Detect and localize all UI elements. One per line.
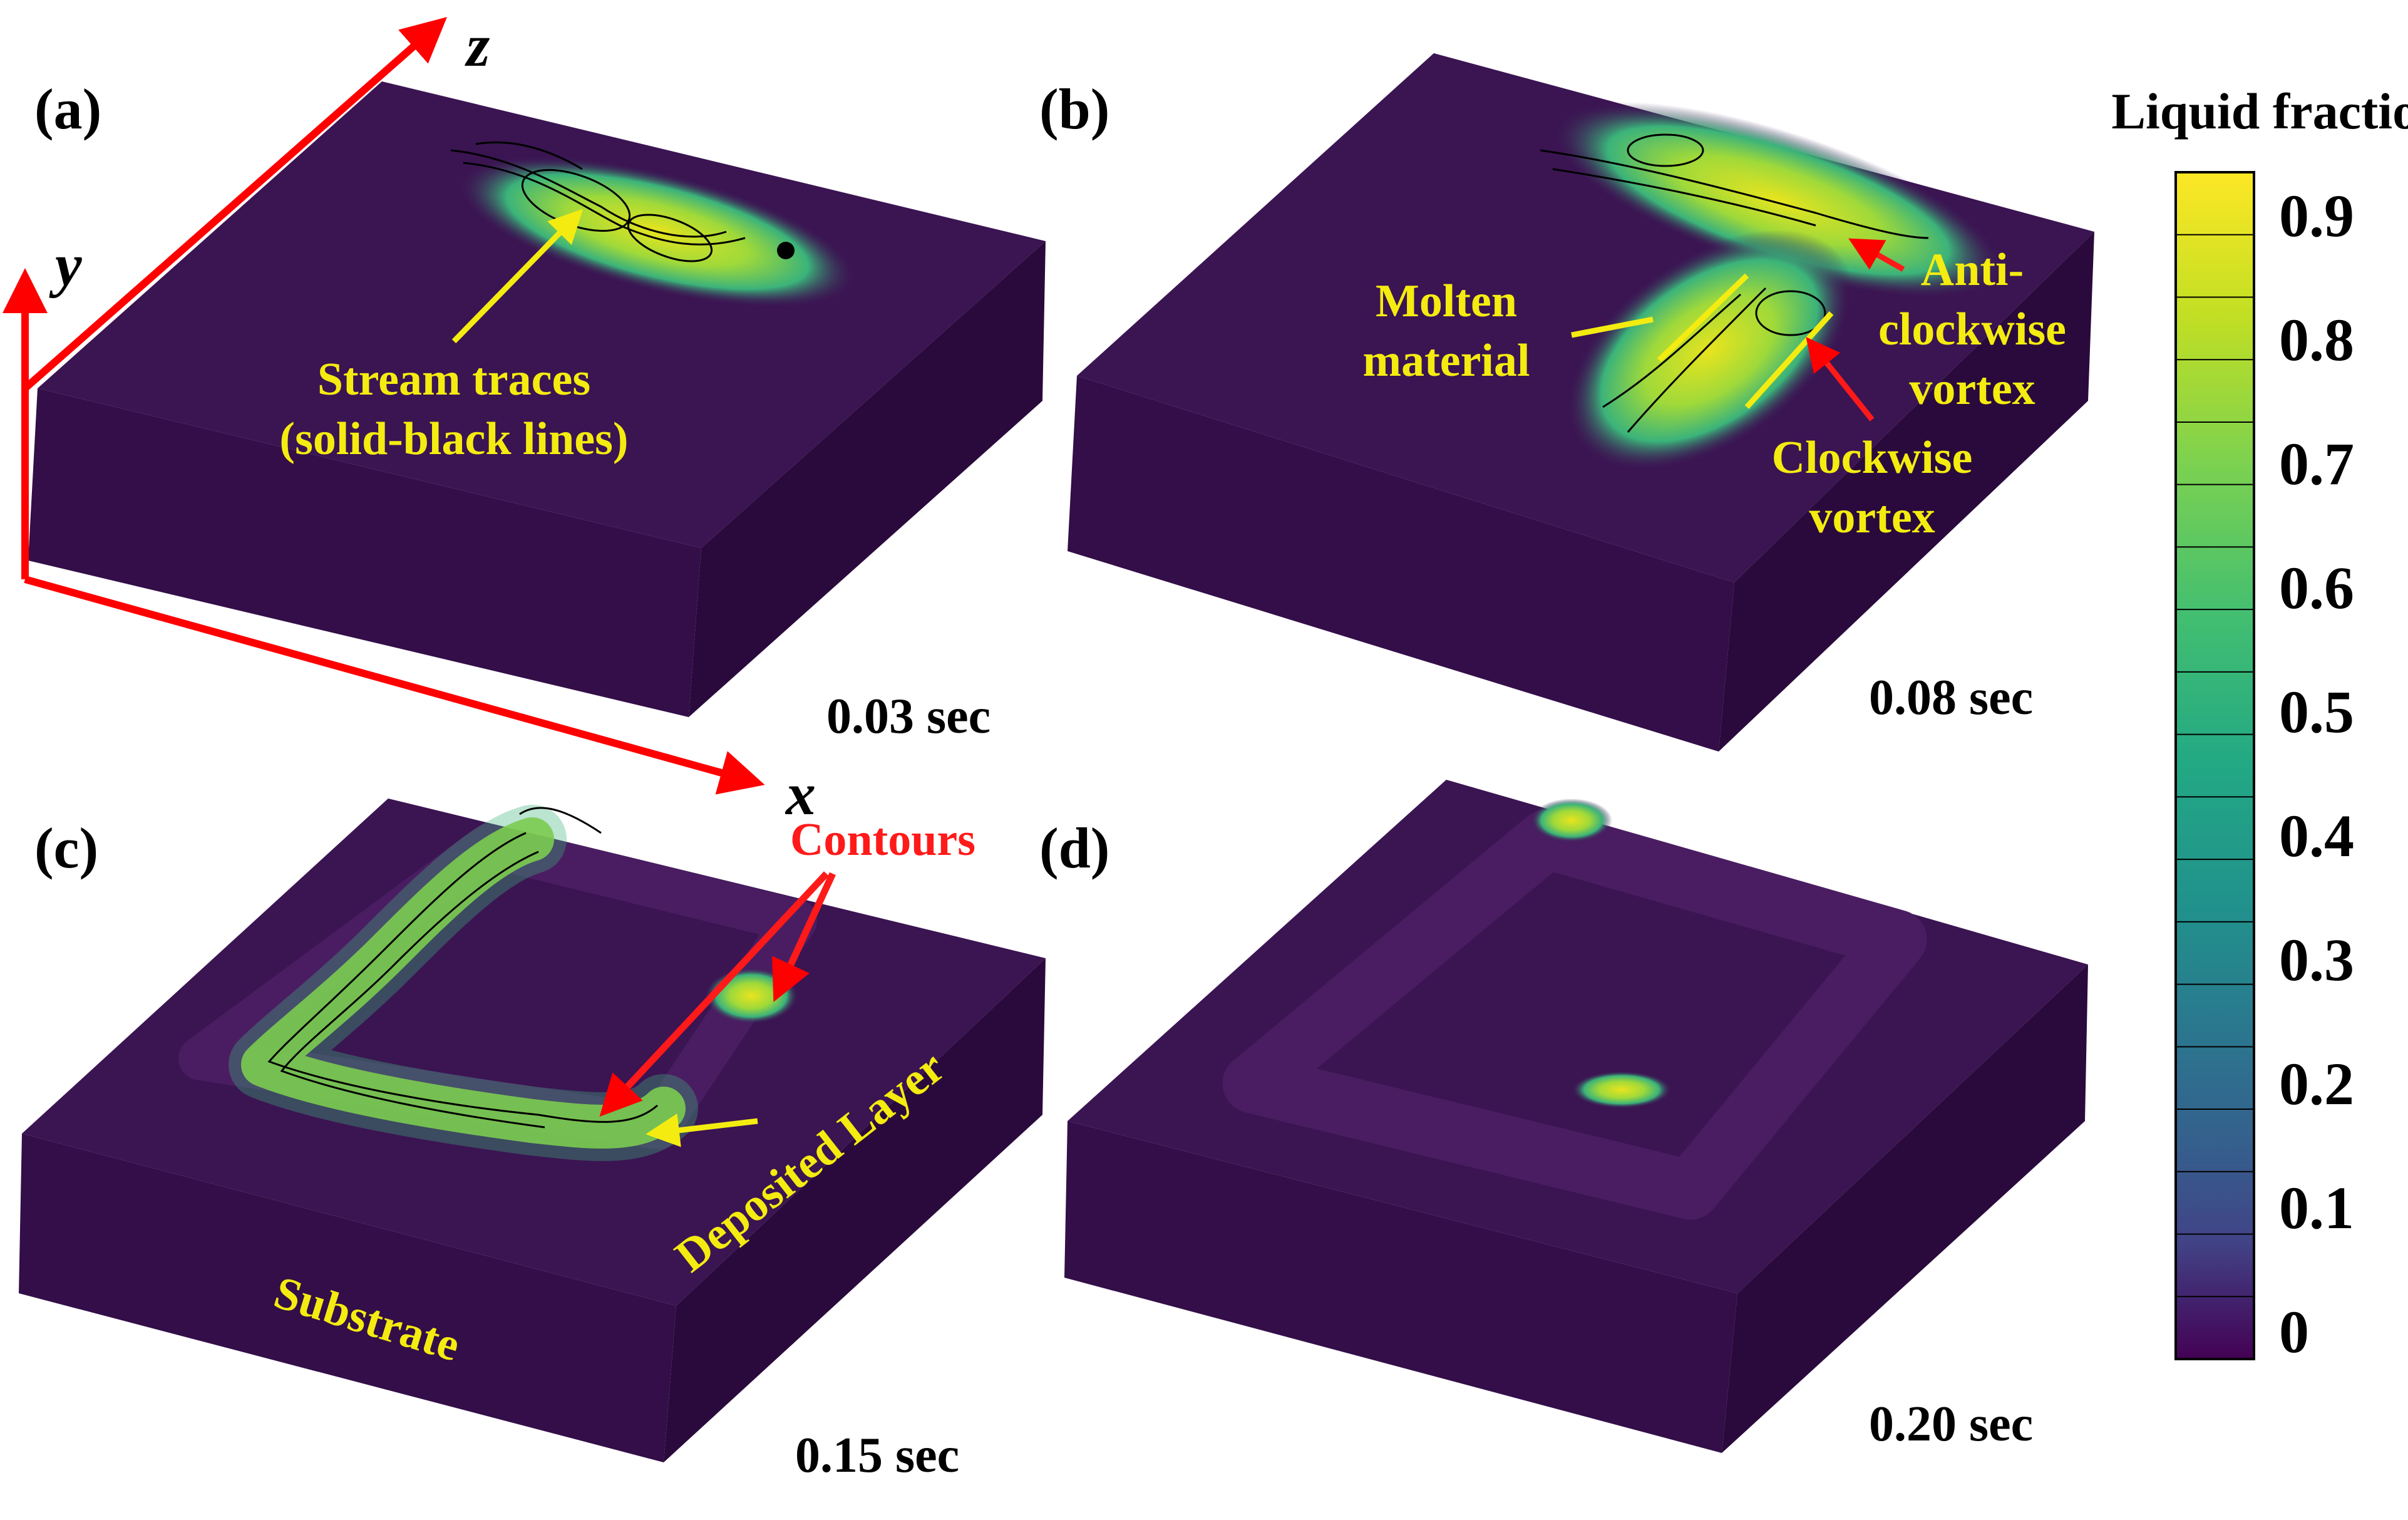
time-label-b: 0.08 sec [1869,670,2033,725]
z-axis-arrow [23,17,448,391]
substrate-top [38,81,1046,548]
colorbar-tick-label: 0 [2279,1298,2309,1365]
stream-traces [267,807,658,1129]
colorbar-tick-label: 0.4 [2279,802,2354,869]
anti-clockwise-pointer [1848,238,1905,272]
colorbar-band-lines [2176,234,2254,1298]
colorbar-tick-label: 0.5 [2279,678,2354,745]
panel-b: Molten material Anti- clockwise vortex C… [1039,53,2094,752]
contours-pointer-1 [599,871,830,1117]
colorbar-tick-label: 0.8 [2279,306,2354,373]
colorbar-title: Liquid fraction [2111,83,2408,140]
substrate-front-face [1064,1121,1737,1453]
molten-label-line2: material [1362,335,1530,386]
stream-traces [450,141,746,262]
panel-a: Stream traces (solid-black lines) (a) 0.… [28,77,1046,744]
stream-traces-label-line1: Stream traces [317,354,590,405]
melt-track [241,817,686,1149]
contours-label: Contours [790,814,975,866]
panel-label-c: (c) [34,816,98,880]
colorbar-tick-label: 0.2 [2279,1050,2354,1117]
contours-pointer-2 [772,872,836,1002]
deposited-pointer [646,1113,758,1147]
anti-clockwise-label-line3: vortex [1909,363,2035,415]
substrate-side-face [664,958,1046,1462]
colorbar-tick-label: 0.7 [2279,430,2354,497]
x-axis-arrow [24,576,765,795]
anti-clockwise-label-line2: clockwise [1878,304,2066,355]
colorbar-tick-label: 0.1 [2279,1174,2354,1241]
colorbar-tick-label: 0.3 [2279,926,2354,993]
x-axis-label: x [785,760,816,827]
molten-label-line1: Molten [1376,276,1517,327]
y-axis-label: y [49,231,82,298]
panel-label-b: (b) [1039,77,1109,141]
clockwise-pointer [1806,336,1875,421]
axes-triad [2,17,765,795]
stream-traces-pointer [451,209,584,344]
melt-pool-lower [1565,229,1853,472]
stream-traces-label-line2: (solid-black lines) [279,413,628,465]
deposited-layer [1222,809,1927,1220]
anti-clockwise-label-line1: Anti- [1921,244,2024,296]
time-label-a: 0.03 sec [826,689,990,744]
colorbar: Liquid fraction 0.9 0.8 0.7 0.6 0.5 0.4 0.3 0.2… [2111,83,2408,1365]
substrate-side-face [1719,232,2094,752]
time-label-d: 0.20 sec [1869,1397,2033,1452]
melt-spot-bottom [1572,1071,1672,1109]
colorbar-ticks: 0.9 0.8 0.7 0.6 0.5 0.4 0.3 0.2 0.1 0 [2279,182,2354,1365]
molten-pointer-1 [1571,316,1654,338]
panel-label-d: (d) [1039,816,1109,880]
melt-pool-upper [1551,101,2005,299]
colorbar-tick-label: 0.9 [2279,182,2354,249]
molten-pointer-2 [1657,273,1749,363]
substrate-side-face [689,241,1046,717]
clockwise-label-line1: Clockwise [1772,432,1973,483]
substrate-front-face [1068,376,1734,752]
stream-traces [1540,133,1929,433]
z-axis-label: z [465,12,490,79]
substrate-front-face [28,388,701,717]
panel-d: (d) 0.20 sec [1039,780,2088,1453]
clockwise-yellow-line [1744,311,1834,410]
colorbar-tick-label: 0.6 [2279,554,2354,621]
time-label-c: 0.15 sec [795,1428,959,1483]
clockwise-label-line2: vortex [1809,492,1935,543]
substrate-side-face [1722,964,2088,1453]
melt-spot-top [1531,799,1612,842]
panel-label-a: (a) [34,77,101,141]
colorbar-gradient [2174,171,2255,1360]
substrate-front-face [19,1134,676,1462]
panel-c: Contours Deposited Layer Substrate (c) 0… [19,799,1046,1483]
